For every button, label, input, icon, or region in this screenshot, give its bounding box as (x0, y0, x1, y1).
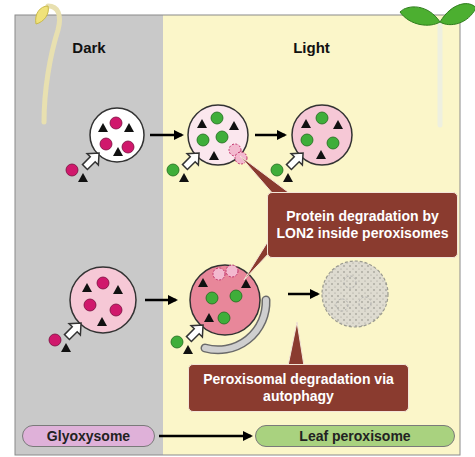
protein-triangle (301, 119, 311, 128)
degraded-membrane (322, 261, 388, 327)
protein-triangle (316, 150, 326, 159)
transition-arrow (150, 134, 182, 137)
degrading-protein (213, 268, 225, 280)
light-band: LightProtein degradation by LON2 inside … (163, 15, 460, 455)
leaf-protein (301, 134, 313, 146)
glyoxysomal-protein (122, 141, 134, 153)
protein-triangle (204, 313, 214, 322)
protein-triangle (98, 123, 108, 132)
protein-triangle (82, 283, 92, 292)
protein-triangle (197, 119, 207, 128)
leaf-protein (230, 290, 242, 302)
degraded-protein (344, 276, 356, 288)
leaf-protein (216, 131, 228, 143)
leaf-protein (316, 112, 328, 124)
degraded-protein (359, 297, 371, 309)
leaf-protein (211, 112, 223, 124)
protein-triangle (113, 147, 123, 156)
callout-box: Protein degradation by LON2 inside perox… (267, 192, 458, 258)
glyoxysomal-protein (84, 299, 96, 311)
node-label: Protein degradation by LON2 inside perox… (276, 208, 449, 242)
leaf-protein (206, 292, 218, 304)
transition-arrow (145, 299, 176, 302)
protein-triangle (97, 317, 107, 326)
glyoxysomal-protein (110, 117, 122, 129)
glyoxysomal-protein (66, 164, 78, 176)
leaf-protein (218, 312, 230, 324)
degrading-protein (226, 265, 238, 277)
glyoxysomal-protein (110, 304, 122, 316)
glyoxysomal-protein (49, 334, 61, 346)
protein-triangle (198, 278, 208, 287)
stage-pill: Glyoxysome (22, 425, 155, 447)
stage-pill: Leaf peroxisome (255, 425, 455, 447)
callout-box: Peroxisomal degradation via autophagy (188, 364, 409, 412)
transition-arrow (255, 134, 285, 137)
seedling-stem (438, 22, 443, 125)
protein-triangle (333, 120, 343, 129)
leaf-protein (197, 134, 209, 146)
protein-triangle (209, 151, 219, 160)
glyoxysomal-protein (97, 277, 109, 289)
leaf-protein (167, 164, 179, 176)
protein-triangle (124, 123, 134, 132)
leaf-protein (327, 137, 339, 149)
degraded-protein (336, 299, 348, 311)
node-label: Leaf peroxisome (299, 428, 410, 444)
dark-band: DarkGlyoxysome (15, 15, 163, 455)
degraded-peroxisome (322, 261, 388, 327)
leaf-protein (271, 164, 283, 176)
node-label: Peroxisomal degradation via autophagy (197, 371, 400, 405)
node-label: Glyoxysome (47, 428, 130, 444)
frame (15, 15, 460, 455)
protein-triangle (113, 285, 123, 294)
protein-triangle (241, 279, 251, 288)
seedling-leaf (440, 4, 475, 25)
protein-triangle (229, 121, 239, 130)
leaf-protein (171, 336, 183, 348)
transition-arrow (288, 293, 318, 296)
glyoxysomal-protein (100, 138, 112, 150)
